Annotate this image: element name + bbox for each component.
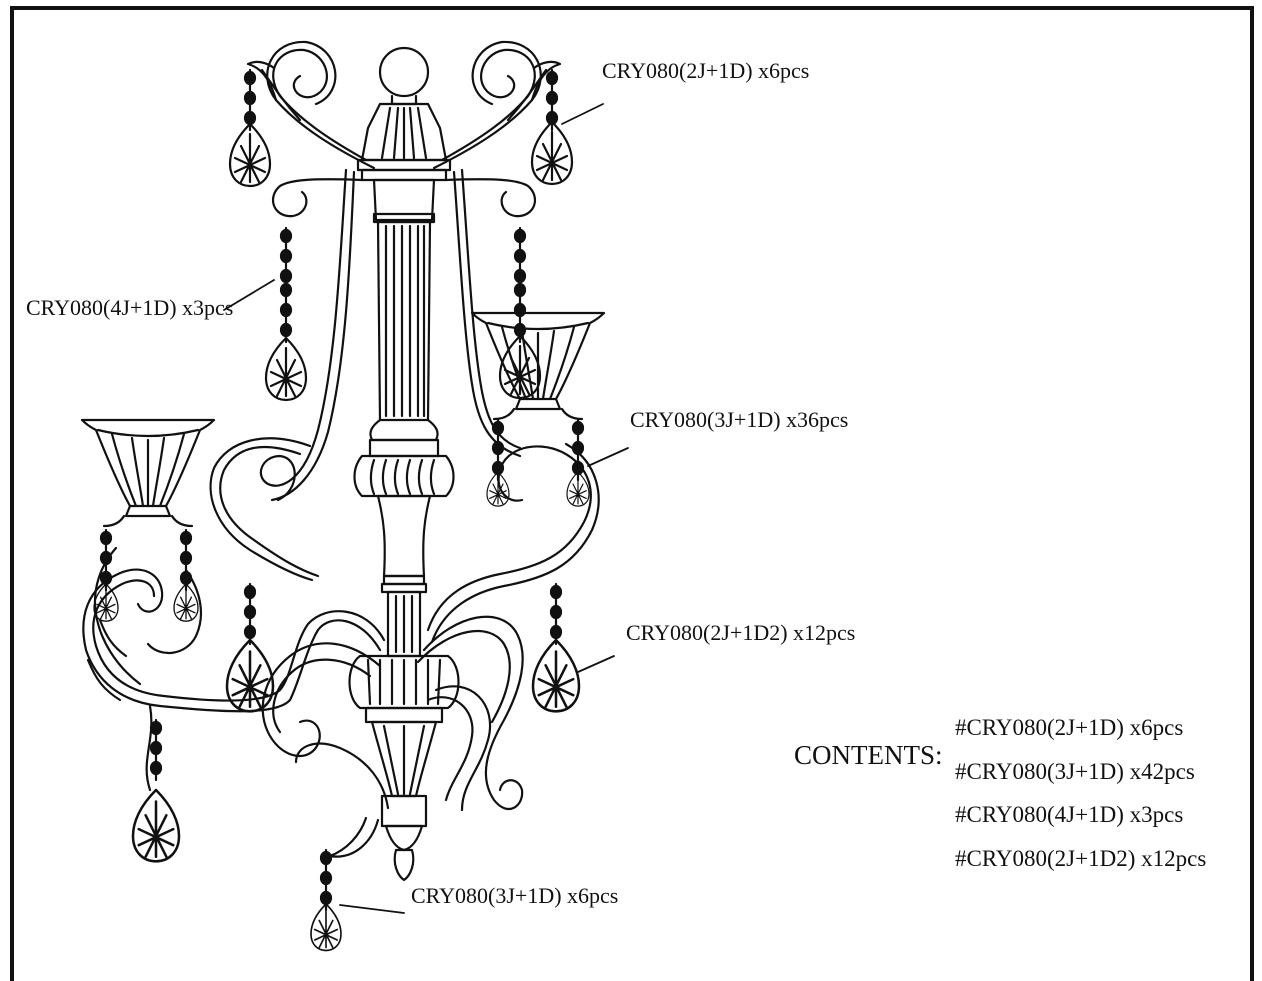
callout-label-bottom: CRY080(3J+1D) x6pcs <box>411 883 619 908</box>
crystals-3j-left <box>93 528 199 622</box>
central-column <box>348 46 460 882</box>
crystals-3j-right <box>486 418 590 507</box>
callout-label-low-right: CRY080(2J+1D2) x12pcs <box>626 620 856 645</box>
contents-item: #CRY080(3J+1D) x42pcs <box>955 758 1195 784</box>
crystals-top <box>228 68 574 188</box>
upper-scrolls <box>246 40 562 170</box>
contents-title: CONTENTS: <box>794 740 943 770</box>
left-arm <box>82 546 386 792</box>
drawing-frame <box>10 6 1254 981</box>
outer-arms <box>209 168 537 582</box>
contents-list: #CRY080(2J+1D) x6pcs #CRY080(3J+1D) x42p… <box>955 713 1206 887</box>
contents-item: #CRY080(4J+1D) x3pcs <box>955 802 1184 827</box>
crystals-bottom <box>310 848 342 952</box>
callout-label-top-right: CRY080(2J+1D) x6pcs <box>602 58 810 83</box>
left-glass-shade <box>80 418 216 528</box>
right-arm <box>261 442 600 858</box>
leader-lines <box>223 103 629 914</box>
callout-label-left: CRY080(4J+1D) x3pcs <box>26 295 234 320</box>
callout-label-mid-right: CRY080(3J+1D) x36pcs <box>630 407 849 432</box>
contents-item: #CRY080(2J+1D2) x12pcs <box>955 845 1207 871</box>
contents-item: #CRY080(2J+1D) x6pcs <box>955 715 1184 740</box>
